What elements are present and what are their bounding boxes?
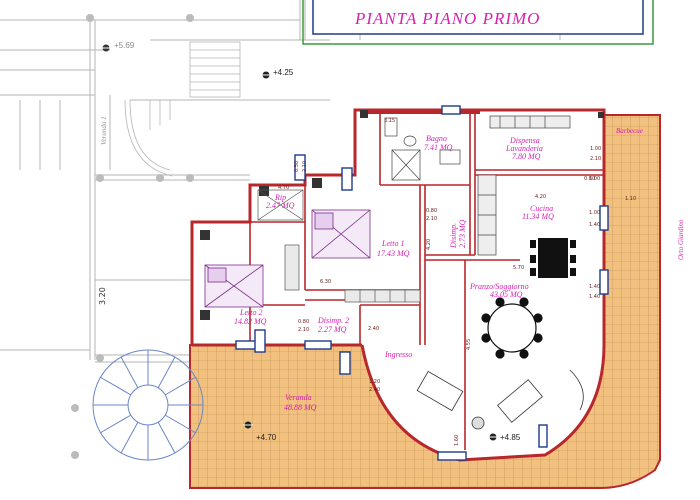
sofas [416,369,584,430]
dining-table [481,297,543,359]
room-area-letto1: 17.43 MQ [377,249,410,258]
dim-080-c: 0.80 [584,176,595,182]
level-marker-grey: +5.69 [101,41,135,52]
dim-050: 0.50 [294,161,300,172]
dim-455: 4.55 [466,339,472,350]
room-name-disimp: Disimp. [449,223,458,249]
room-name-rip: Rip [274,193,286,202]
closet-rip [257,189,304,221]
level-marker-top: +4.25 [261,68,294,79]
room-labels: Bagno 7.41 MQ Dispensa Lavanderia 7.80 M… [234,127,685,412]
room-area-cucina: 11.34 MQ [522,212,554,221]
level-425: +4.25 [273,68,294,77]
page-title: PIANTA PIANO PRIMO [354,9,540,28]
dim-160: 1.60 [454,435,460,446]
dim-110: 1.10 [625,196,636,202]
dim-100-a: 1.00 [589,176,600,182]
dim-140-a: 1.40 [589,222,600,228]
veranda1-label: Veranda 1 [100,116,108,145]
dim-320: 3.20 [98,287,107,305]
wardrobe [284,244,421,303]
room-name-bagno: Bagno [426,134,447,143]
room-area-disimp: 2.73 MQ [458,219,467,248]
interior-floor [192,110,604,460]
dim-570: 5.70 [513,265,524,271]
dim-080-b: 0.80 [298,319,309,325]
room-name-lavanderia: Lavanderia [505,144,543,153]
dimension-labels: 3.20 3.15 0.50 2.10 4.70 0.80 2.10 1.00 … [98,118,636,446]
label-barbecue: Barbecue [616,127,643,135]
room-area-pranzo: 43.05 MQ [490,290,523,299]
room-area-rip: 2.47 MQ [266,201,295,210]
bathroom-fixtures [384,117,461,181]
dim-240-b: 2.40 [368,326,379,332]
wall-columns [200,110,604,320]
dim-080-a: 0.80 [426,208,437,214]
dim-210-b: 2.10 [426,216,437,222]
dim-140-c: 1.40 [589,294,600,300]
room-area-disimp2: 2.27 MQ [318,325,347,334]
room-area-dispensa: 7.80 MQ [512,152,541,161]
level-marker-living: +4.85 [488,433,521,442]
title-block: PIANTA PIANO PRIMO [302,0,654,45]
room-name-disimp2: Disimp. 2 [317,316,349,325]
level-470: +4.70 [256,433,277,442]
dim-140-b: 1.40 [589,284,600,290]
dim-470: 4.70 [278,185,289,191]
kitchen-table [530,238,576,278]
dim-315: 3.15 [384,118,395,124]
dim-120: 1.20 [369,379,380,385]
dim-210-c: 2.10 [590,156,601,162]
stair-grey [124,41,241,177]
windows [235,105,609,461]
level-485: +4.85 [500,433,521,442]
dim-630: 6.30 [320,279,331,285]
kitchen-counter [477,115,571,256]
dim-240-a: 2.40 [369,387,380,393]
room-name-ingresso: Ingresso [384,350,412,359]
dim-210-d: 2.10 [298,327,309,333]
dim-420-a: 4.20 [535,194,546,200]
context-grey-lines [0,0,561,363]
room-name-letto1: Letto 1 [381,239,404,248]
room-area-veranda: 48.88 MQ [284,403,317,412]
level-569: +5.69 [114,41,135,50]
dim-100-b: 1.00 [589,210,600,216]
room-name-veranda: Veranda [285,393,312,402]
bed-letto2 [204,264,264,308]
room-name-letto2: Letto 2 [239,308,262,317]
room-name-dispensa: Dispensa [509,136,540,145]
grey-dots [71,14,194,459]
room-area-letto2: 14.82 MQ [234,317,267,326]
dim-420-b: 4.20 [426,239,432,250]
inner-walls [249,110,604,450]
dim-210-a: 2.10 [302,161,308,172]
room-area-bagno: 7.41 MQ [424,143,453,152]
dim-100-c: 1.00 [590,146,601,152]
spiral-stair [92,349,204,461]
room-name-cucina: Cucina [530,204,553,213]
room-name-pranzo: Pranzo/Soggiorno [469,282,529,291]
label-orto: Orto Giardino [677,219,685,260]
bed-letto1 [311,209,371,259]
level-marker-veranda: +4.70 [243,421,277,442]
